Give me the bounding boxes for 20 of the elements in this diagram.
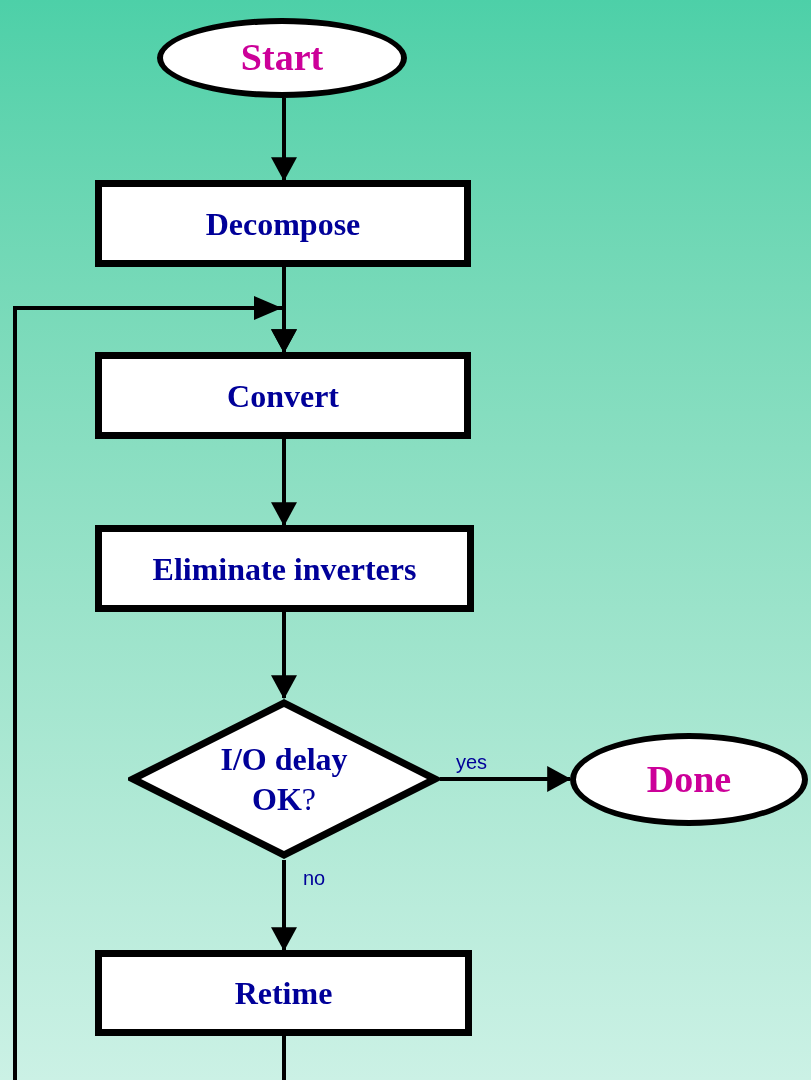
node-label: Start [240, 35, 324, 81]
node-label: Retime [234, 974, 333, 1013]
node-label: Convert [227, 376, 339, 416]
process-box [95, 180, 471, 267]
arrow [272, 860, 296, 952]
process-box [95, 352, 471, 439]
arrow [272, 439, 296, 527]
arrow [272, 98, 296, 182]
decision-diamond [128, 698, 440, 860]
node-label: Done [646, 756, 732, 802]
process-box [95, 525, 474, 612]
process-box [95, 950, 472, 1036]
arrow [272, 612, 296, 700]
edge-label: no [303, 868, 326, 888]
arrow [13, 296, 296, 1080]
node-label: I/O delay OK? [219, 740, 349, 819]
node-label: Decompose [205, 204, 361, 244]
node-label: Eliminate inverters [152, 549, 417, 589]
edge-label: yes [456, 752, 488, 772]
arrow [440, 767, 572, 791]
